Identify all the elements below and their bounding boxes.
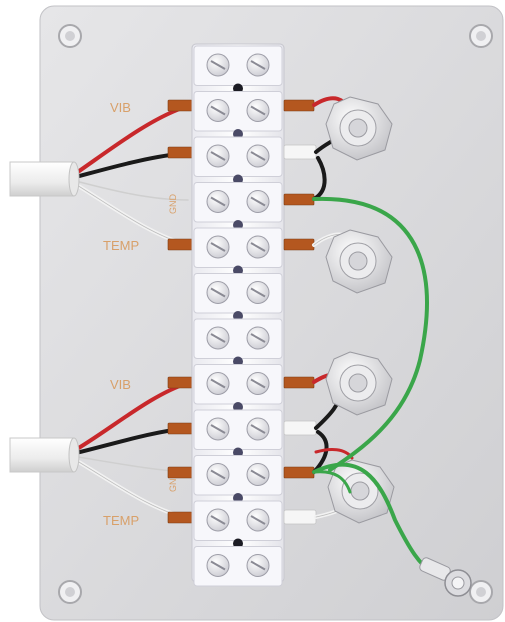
screw-slot: [250, 515, 266, 525]
screw-slot: [250, 469, 266, 480]
vib-label: VIB: [110, 100, 131, 115]
temp-label: TEMP: [103, 238, 139, 253]
screw-slot: [210, 378, 226, 389]
sensor-connector-icon: [327, 459, 395, 524]
screw-slot: [210, 560, 226, 571]
ground-wires: [312, 196, 434, 574]
terminal-block: [191, 43, 285, 587]
screw-slot: [210, 105, 226, 116]
screw-slot: [250, 151, 266, 161]
mounting-screw-icon: [58, 580, 82, 604]
screw-slot: [210, 151, 226, 161]
gnd-label: GND: [168, 472, 178, 493]
temp-label: TEMP: [103, 513, 139, 528]
screw-slot: [250, 333, 266, 343]
screw-slot: [250, 242, 266, 252]
screw-slot: [210, 424, 226, 434]
mounting-screw-icon: [58, 24, 82, 48]
sensor-connector-icon: [325, 96, 393, 161]
mounting-screw-icon: [469, 24, 493, 48]
screw-slot: [250, 560, 266, 571]
screw-slot: [210, 60, 226, 70]
vib-label: VIB: [110, 377, 131, 392]
mounting-screw-icon: [469, 580, 493, 604]
screw-slot: [210, 333, 226, 343]
cable-jacket: [9, 161, 75, 197]
screw-slot: [210, 469, 226, 480]
left-ferrules: [167, 99, 193, 524]
right-sleeves: [283, 144, 317, 525]
screw-slot: [250, 196, 266, 207]
screw-slot: [210, 287, 226, 298]
sensor-connector-icon: [325, 229, 393, 294]
screw-slot: [250, 424, 266, 434]
gnd-label: GND: [168, 194, 178, 215]
screw-slot: [210, 242, 226, 252]
screw-slot: [250, 287, 266, 298]
screw-slot: [210, 196, 226, 207]
screw-slot: [250, 60, 266, 70]
ring-terminal-icon: [419, 557, 472, 597]
screw-slot: [250, 105, 266, 116]
screw-slot: [250, 378, 266, 389]
screw-slot: [210, 515, 226, 525]
cable-jacket: [9, 437, 75, 473]
sensor-connector-icon: [325, 351, 393, 416]
